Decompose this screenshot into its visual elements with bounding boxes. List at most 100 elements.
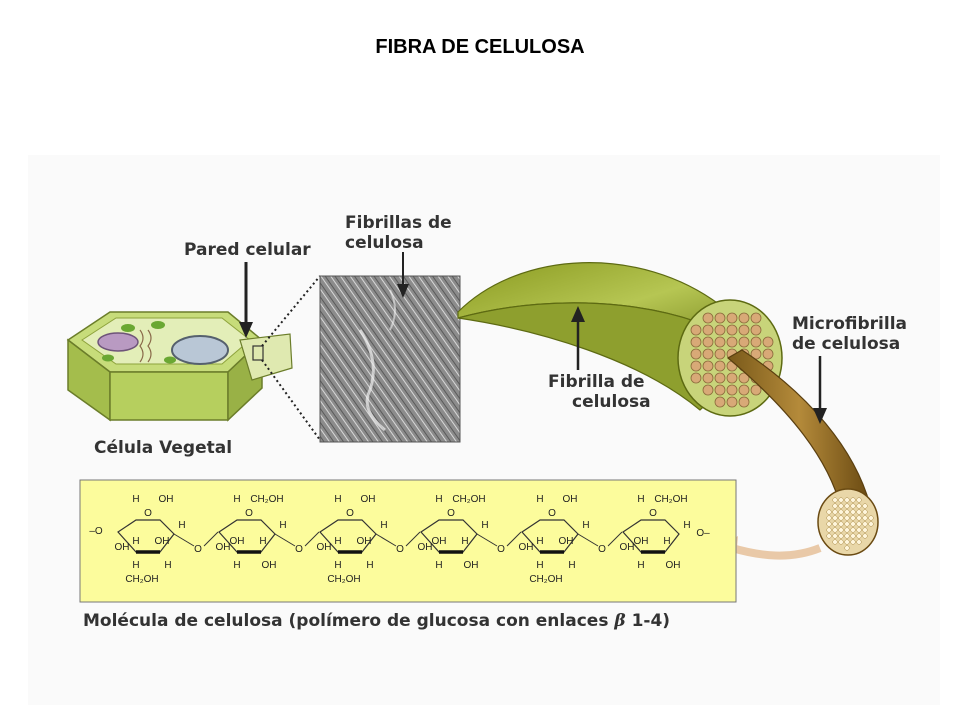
chain-dot [850, 527, 856, 533]
microfibril-dot [714, 336, 726, 348]
microfibril-dot [702, 384, 714, 396]
substituent-label: CH₂OH [529, 574, 562, 585]
glycosidic-oxygen: O [194, 544, 202, 555]
ring-oxygen: O [245, 508, 253, 519]
chain-dot [838, 521, 844, 527]
chain-dot [826, 509, 832, 515]
chain-dot [838, 539, 844, 545]
atom-label: OH [155, 536, 170, 547]
chain-dot [826, 527, 832, 533]
atom-label: H [481, 520, 488, 531]
atom-label: H [259, 536, 266, 547]
atom-label: H [164, 560, 171, 571]
label-arrows [239, 252, 827, 424]
atom-label: H [536, 560, 543, 571]
chain-dot [862, 533, 868, 539]
microfibril-dot [714, 372, 726, 384]
chain-dot [856, 503, 862, 509]
chain-dot [826, 521, 832, 527]
atom-label: H [334, 536, 341, 547]
ring-oxygen: O [346, 508, 354, 519]
chain-dot [826, 515, 832, 521]
chain-dot [856, 509, 862, 515]
microfibril-dot [690, 360, 702, 372]
atom-label: H [536, 494, 543, 505]
chain-dot [850, 497, 856, 503]
chain-dot [868, 515, 874, 521]
microfibril-dot [726, 372, 738, 384]
atom-label: OH [432, 536, 447, 547]
chain-dot [832, 521, 838, 527]
microfibril-dot [714, 360, 726, 372]
microfibril-dot [690, 348, 702, 360]
chain-dot [844, 539, 850, 545]
zoom-box [252, 345, 264, 361]
microfibril-dot [762, 348, 774, 360]
atom-label: H [233, 494, 240, 505]
substituent-label: CH₂OH [125, 574, 158, 585]
atom-label: H [435, 560, 442, 571]
atom-label: OH [317, 542, 332, 553]
atom-label: OH [464, 560, 479, 571]
chain-dot [868, 521, 874, 527]
chain-dot [826, 533, 832, 539]
atom-label: H [435, 494, 442, 505]
microfibril-dot [702, 324, 714, 336]
atom-label: OH [216, 542, 231, 553]
microfibril-dot [738, 396, 750, 408]
microfibril-dot [738, 336, 750, 348]
microfibril-dot [750, 384, 762, 396]
glycosidic-oxygen: O [598, 544, 606, 555]
atom-label: OH [357, 536, 372, 547]
microfibril-dot [714, 396, 726, 408]
atom-label: OH [519, 542, 534, 553]
chain-dot [862, 509, 868, 515]
microfibril-dot [714, 312, 726, 324]
microfibril-dot [714, 384, 726, 396]
atom-label: CH₂OH [452, 494, 485, 505]
ring-oxygen: O [649, 508, 657, 519]
atom-label: H [334, 560, 341, 571]
chain-dot [838, 503, 844, 509]
label-fibrilla-line2: celulosa [572, 392, 651, 412]
molecule-caption: Molécula de celulosa (polímero de glucos… [83, 611, 670, 631]
atom-label: H [132, 536, 139, 547]
vacuole [171, 335, 229, 365]
microfibril-dot [750, 336, 762, 348]
electron-micrograph [319, 275, 461, 443]
chain-dot [844, 533, 850, 539]
molecule-panel [79, 479, 737, 603]
chain-end-right: O– [696, 528, 710, 539]
chain-dot [832, 497, 838, 503]
atom-label: H [178, 520, 185, 531]
atom-label: OH [159, 494, 174, 505]
atom-label: H [637, 494, 644, 505]
ring-oxygen: O [144, 508, 152, 519]
chain-dot [832, 527, 838, 533]
atom-label: H [582, 520, 589, 531]
chain-dot [838, 533, 844, 539]
chain-dot [862, 503, 868, 509]
atom-label: H [637, 560, 644, 571]
microfibril-dot [726, 396, 738, 408]
plant-cell [66, 311, 293, 422]
atom-label: OH [418, 542, 433, 553]
microfibril-dot [738, 384, 750, 396]
microfibril [726, 349, 879, 556]
atom-label: H [683, 520, 690, 531]
zoom-line-top [261, 275, 321, 347]
chain-dot [862, 527, 868, 533]
atom-label: H [279, 520, 286, 531]
glycosidic-oxygen: O [497, 544, 505, 555]
cellulose-chains [826, 497, 874, 551]
chain-dot [838, 515, 844, 521]
chain-dot [850, 533, 856, 539]
microfibril-dot [702, 348, 714, 360]
atom-label: H [380, 520, 387, 531]
chain-dot [850, 509, 856, 515]
label-fibrillas-line1: Fibrillas de [345, 213, 452, 233]
microfibril-dot [762, 336, 774, 348]
microfibril-dot [714, 324, 726, 336]
microfibril-dot [714, 348, 726, 360]
chain-dot [850, 521, 856, 527]
